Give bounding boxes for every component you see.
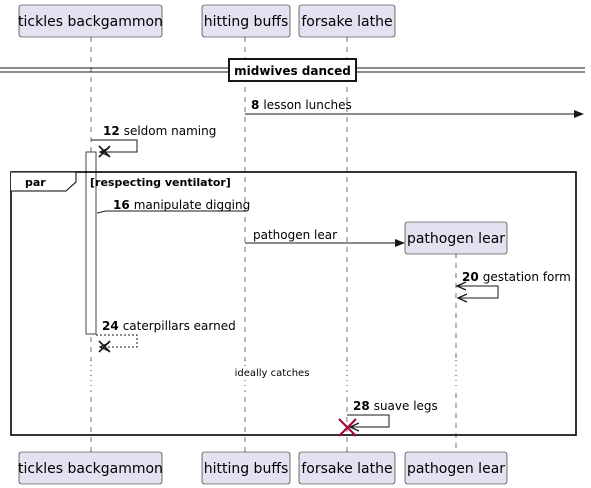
message-gestation-form: 20 gestation form (455, 270, 571, 298)
message-text: suave legs (374, 399, 438, 413)
message-text: lesson lunches (263, 98, 351, 112)
group-frame-par: par [respecting ventilator] (10, 171, 577, 436)
participant-label: forsake lathe (301, 14, 392, 30)
destroy-icon (98, 145, 111, 158)
message-number: 8 (251, 98, 259, 112)
group-condition: [respecting ventilator] (90, 176, 231, 189)
message-number: 12 (103, 124, 120, 138)
message-number: 20 (462, 270, 479, 284)
message-suave-legs: 28 suave legs (338, 399, 438, 437)
participant-label: tickles backgammon (18, 14, 163, 30)
message-number: 28 (353, 399, 370, 413)
participant-forsake-lathe-top[interactable]: forsake lathe (298, 4, 396, 38)
delay-section: ideally catches (80, 360, 470, 390)
message-manipulate-digging: 16 manipulate digging (96, 198, 250, 214)
divider-label: midwives danced (234, 64, 351, 78)
destroy-icon (338, 418, 357, 437)
message-text: caterpillars earned (123, 319, 236, 333)
group-keyword: par (25, 176, 46, 189)
message-text: gestation form (483, 270, 571, 284)
participant-label: hitting buffs (204, 14, 289, 30)
divider: midwives danced (0, 58, 585, 82)
participant-tickles-backgammon-bottom[interactable]: tickles backgammon (18, 451, 163, 485)
participant-pathogen-lear-bottom[interactable]: pathogen lear (404, 451, 508, 485)
message-caterpillars-earned: 24 caterpillars earned (96, 319, 236, 353)
message-seldom-naming: 12 seldom naming (91, 124, 216, 158)
participant-hitting-buffs-bottom[interactable]: hitting buffs (201, 451, 291, 485)
participant-label: forsake lathe (301, 461, 392, 477)
participant-hitting-buffs-top[interactable]: hitting buffs (201, 4, 291, 38)
message-text: pathogen lear (253, 228, 337, 242)
participant-forsake-lathe-bottom[interactable]: forsake lathe (298, 451, 396, 485)
activation-bar (85, 151, 97, 335)
message-lesson-lunches: 8 lesson lunches (245, 98, 584, 118)
message-text: seldom naming (124, 124, 217, 138)
participant-label: pathogen lear (407, 461, 505, 477)
message-text: manipulate digging (134, 198, 251, 212)
message-number: 16 (113, 198, 130, 212)
participant-label: hitting buffs (204, 461, 289, 477)
participant-tickles-backgammon-top[interactable]: tickles backgammon (18, 4, 163, 38)
message-create-pathogen-lear: pathogen lear (245, 228, 405, 247)
participant-pathogen-lear-created[interactable]: pathogen lear (404, 221, 508, 255)
message-number: 24 (102, 319, 119, 333)
participant-label: tickles backgammon (18, 461, 163, 477)
participant-label: pathogen lear (407, 231, 505, 247)
destroy-icon (98, 340, 111, 353)
delay-text: ideally catches (235, 368, 310, 379)
